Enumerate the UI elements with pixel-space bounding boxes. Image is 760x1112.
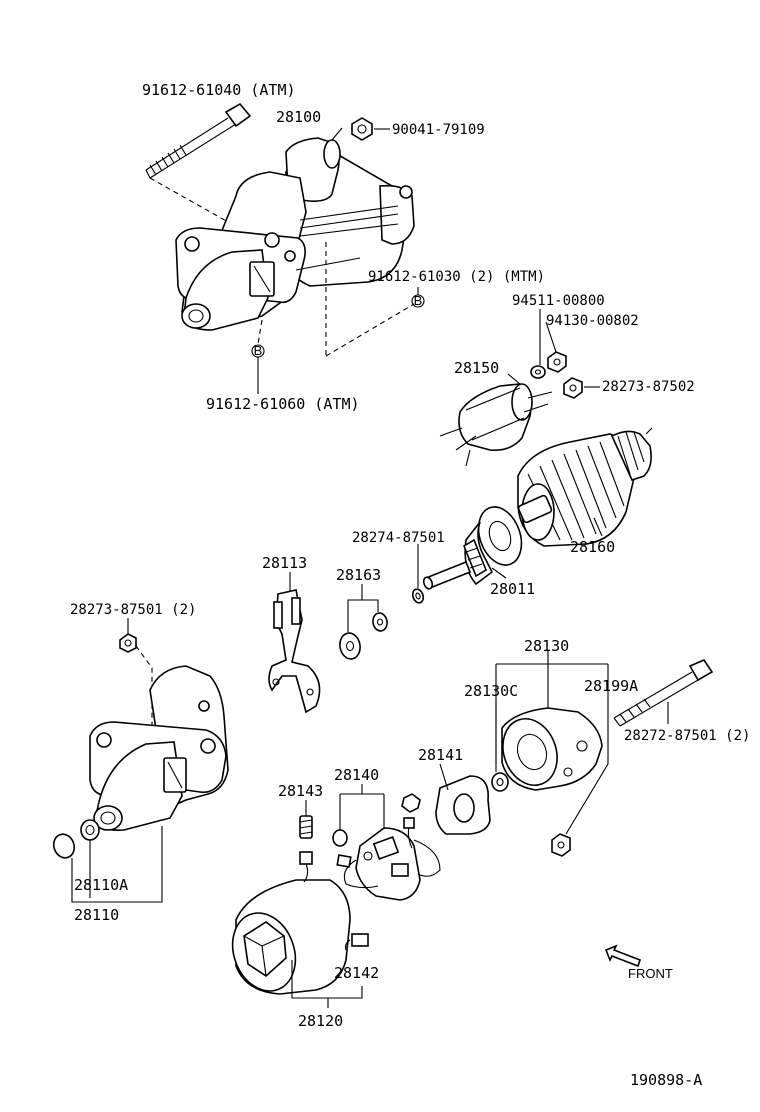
- label-91612-61040: 91612-61040 (ATM): [142, 81, 296, 99]
- label-28141: 28141: [418, 746, 463, 764]
- drive-lever: [268, 589, 321, 714]
- svg-text:B: B: [414, 293, 423, 308]
- cover-plate: [435, 775, 491, 835]
- lead-28120-bracket: [291, 960, 363, 1008]
- lead-94130: [545, 321, 557, 353]
- label-90041-79109: 90041-79109: [392, 122, 485, 138]
- label-28163: 28163: [336, 566, 381, 584]
- armature: [517, 427, 653, 547]
- label-94511-00800: 94511-00800: [512, 293, 605, 309]
- lead-28160: [593, 517, 603, 537]
- dash-bolt-to-starter: [149, 177, 229, 223]
- yoke-brush-a: [299, 851, 313, 883]
- label-28272-87501: 28272-87501 (2): [624, 728, 750, 744]
- brush-holder: [343, 793, 441, 901]
- label-28011: 28011: [490, 580, 535, 598]
- label-28120: 28120: [298, 1012, 343, 1030]
- brush-lead: [336, 854, 352, 868]
- label-28113: 28113: [262, 554, 307, 572]
- clutch-pinion: [422, 506, 523, 590]
- starter-assembly: [175, 127, 415, 331]
- label-91612-61060: 91612-61060 (ATM): [206, 395, 360, 413]
- solenoid: [439, 383, 553, 467]
- housing-bushing: [80, 819, 100, 841]
- label-front: FRONT: [628, 966, 673, 981]
- lead-28140-bracket: [339, 784, 385, 832]
- end-frame-bushing: [491, 772, 509, 792]
- label-diagram-id: 190898-A: [630, 1071, 702, 1089]
- yoke: [231, 879, 351, 995]
- label-28110a: 28110A: [74, 876, 128, 894]
- lead-28141: [439, 763, 449, 791]
- label-28273-87501: 28273-87501 (2): [70, 602, 196, 618]
- label-28274-87501: 28274-87501: [352, 530, 445, 546]
- bolt-atm-top: [145, 102, 252, 179]
- dash-nut-to-housing: [135, 645, 153, 726]
- brush-holder-washer: [332, 829, 348, 847]
- housing-cap: [52, 833, 76, 859]
- through-bolt: [613, 659, 714, 727]
- nut-94130: [547, 351, 567, 373]
- label-28130: 28130: [524, 637, 569, 655]
- dash-starter-to-b: [257, 319, 263, 345]
- lead-28110a: [71, 840, 91, 898]
- drive-housing: [89, 665, 229, 832]
- lead-28011: [491, 567, 507, 579]
- washer-28274: [411, 588, 425, 604]
- yoke-brush-b: [344, 933, 369, 951]
- end-frame-nut: [551, 833, 571, 857]
- end-frame: [501, 707, 603, 791]
- b-marker-upper: B: [411, 293, 425, 308]
- nut-28273-87501: [119, 633, 137, 653]
- lead-28163: [347, 584, 379, 632]
- label-91612-61030: 91612-61030 (2) (MTM): [368, 269, 545, 285]
- label-28140: 28140: [334, 766, 379, 784]
- label-28160: 28160: [570, 538, 615, 556]
- washer-94511: [530, 365, 546, 379]
- label-28110: 28110: [74, 906, 119, 924]
- dash-mtm: [325, 303, 415, 357]
- lead-28199a: [565, 763, 609, 835]
- label-28150: 28150: [454, 359, 499, 377]
- washer-set: [339, 612, 388, 660]
- label-28142: 28142: [334, 964, 379, 982]
- label-94130-00802: 94130-00802: [546, 313, 639, 329]
- b-marker-lower: B: [251, 343, 265, 358]
- nut-90041: [351, 117, 373, 141]
- front-arrow-icon: [604, 944, 642, 968]
- label-28143: 28143: [278, 782, 323, 800]
- lead-28150: [507, 373, 521, 385]
- label-28199a: 28199A: [584, 677, 638, 695]
- label-28273-87502: 28273-87502: [602, 379, 695, 395]
- lead-28110: [71, 826, 163, 903]
- label-28130c: 28130C: [464, 682, 518, 700]
- svg-text:B: B: [254, 343, 263, 358]
- label-28100: 28100: [276, 108, 321, 126]
- nut-28273-87502: [563, 377, 583, 399]
- spring: [299, 815, 313, 839]
